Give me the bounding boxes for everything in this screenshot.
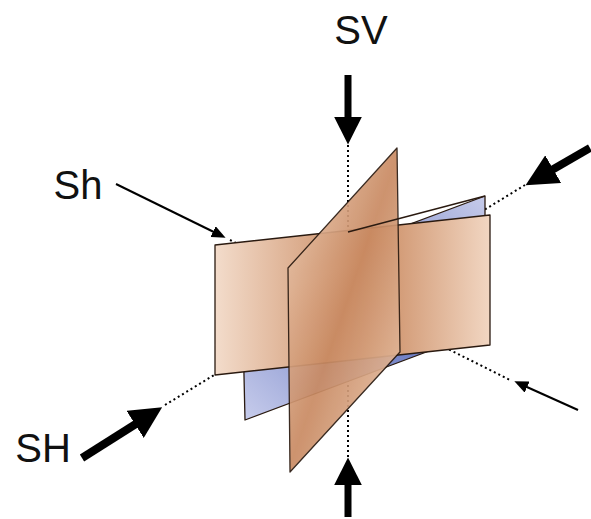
- sv-arrow: [345, 470, 352, 517]
- sh-min-arrow: [116, 184, 222, 236]
- planes: [215, 148, 490, 472]
- sh-max-arrow: [82, 415, 150, 458]
- stress-label: SV: [334, 10, 387, 50]
- sh-max-arrow: [538, 148, 590, 178]
- sv-arrow: [345, 75, 352, 132]
- vertical-plane: [288, 148, 400, 472]
- stress-label: SH: [15, 428, 71, 468]
- sh-min-arrow: [518, 383, 578, 410]
- stress-label: Sh: [54, 165, 103, 205]
- stress-arrows: [82, 75, 590, 517]
